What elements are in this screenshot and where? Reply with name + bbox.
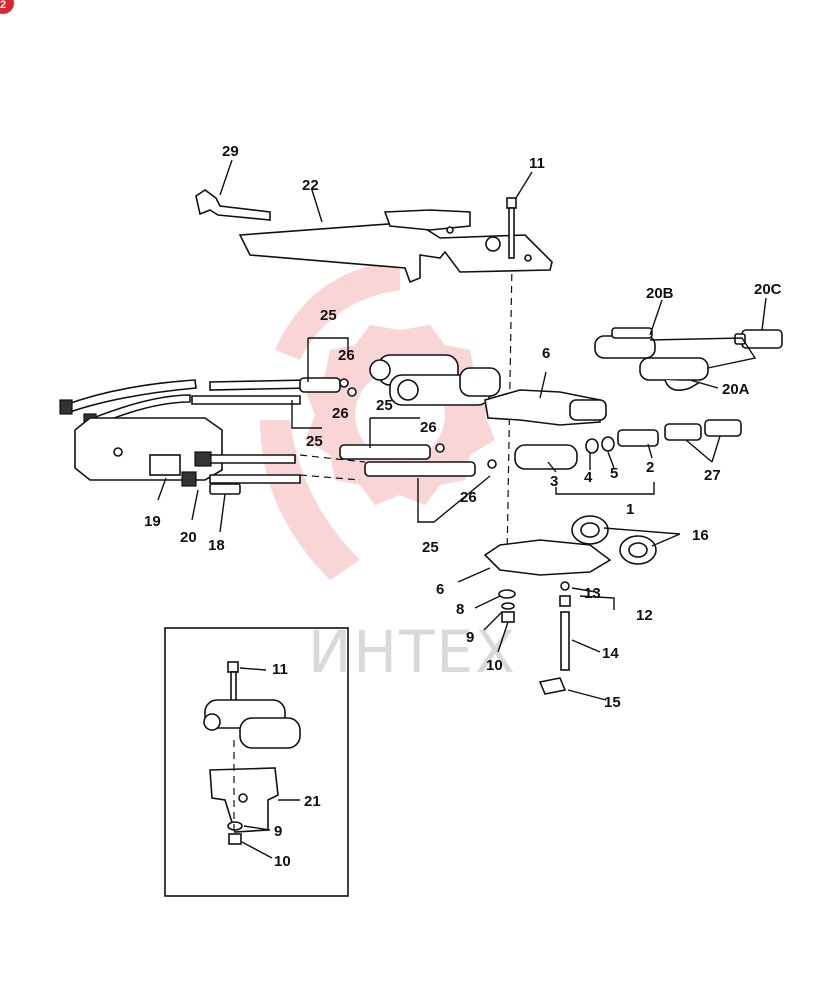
bracket-group-12 — [579, 595, 615, 610]
callout-27: 27 — [704, 467, 721, 484]
callout-26-c: 26 — [420, 419, 437, 436]
callout-26-b: 26 — [332, 405, 349, 422]
part-12-pin — [559, 595, 571, 607]
callout-6-lower: 6 — [436, 581, 444, 598]
callout-20a: 20A — [722, 381, 750, 398]
part-11-bolt — [506, 197, 517, 259]
part-16-sleeves — [571, 515, 657, 565]
part-29-bracket — [195, 189, 271, 221]
part-20b-coupler — [594, 327, 656, 359]
callout-26-a: 26 — [338, 347, 355, 364]
part-20-connector — [181, 471, 197, 487]
inset-part-21-bracket — [209, 767, 279, 833]
watermark-text: ИНТЕХ — [308, 618, 517, 686]
callout-21: 21 — [304, 793, 321, 810]
callout-10-inset: 10 — [274, 853, 291, 870]
callout-11-top: 11 — [529, 155, 545, 172]
part-4-washer — [585, 438, 599, 454]
valve-assembly — [369, 354, 501, 406]
part-10-nut — [501, 611, 515, 623]
callout-6-upper: 6 — [542, 345, 550, 362]
bracket-group-1 — [555, 482, 655, 495]
part-14-rod — [560, 611, 570, 671]
part-22-mounting-bar — [238, 209, 553, 284]
callout-22: 22 — [302, 177, 319, 194]
part-9-washer — [501, 602, 515, 610]
callout-5: 5 — [610, 465, 618, 482]
callout-25-c: 25 — [306, 433, 323, 450]
callout-26-d: 26 — [460, 489, 477, 506]
callout-20c: 20C — [754, 281, 782, 298]
part-15-clamp — [538, 677, 567, 695]
hose-assembly-upper — [299, 377, 357, 397]
part-3-fitting — [514, 444, 578, 470]
part-6-manifold-upper — [484, 389, 607, 426]
part-20a-coupler — [639, 357, 709, 391]
part-8-washer — [498, 589, 516, 599]
inset-valve — [203, 699, 301, 749]
callout-labels: 29 22 11 20B 20C 20A 25 26 26 25 25 26 6… — [144, 143, 782, 870]
callout-25-b: 25 — [376, 397, 393, 414]
callout-25-d: 25 — [422, 539, 439, 556]
callout-14: 14 — [602, 645, 619, 662]
part-2-adapter — [617, 429, 659, 447]
callout-3: 3 — [550, 473, 558, 490]
callout-20b: 20B — [646, 285, 674, 302]
callout-10-main: 10 — [486, 657, 503, 674]
callout-15: 15 — [604, 694, 621, 711]
watermark-logo — [260, 260, 495, 580]
callout-2: 2 — [646, 459, 654, 476]
callout-29: 29 — [222, 143, 239, 160]
callout-13: 13 — [584, 585, 601, 602]
part-27-fittings — [664, 419, 742, 441]
part-5-washer — [601, 436, 615, 452]
callout-16: 16 — [692, 527, 709, 544]
part-13-ball — [560, 581, 570, 591]
callout-11-inset: 11 — [272, 661, 288, 678]
callout-19: 19 — [144, 513, 161, 530]
callout-9-main: 9 — [466, 629, 474, 646]
leader-lines — [157, 159, 767, 859]
callout-9-inset: 9 — [274, 823, 282, 840]
callout-18: 18 — [208, 537, 225, 554]
inset-detail-box — [164, 627, 349, 897]
inset-part-10-nut — [228, 833, 242, 845]
control-box — [74, 417, 223, 481]
hose-assembly-lower — [204, 443, 497, 484]
part-18-bolt — [209, 483, 241, 495]
part-19-connector — [194, 451, 212, 467]
inset-part-9-washer — [227, 821, 243, 831]
callout-20: 20 — [180, 529, 197, 546]
callout-1: 1 — [626, 501, 634, 518]
callout-4: 4 — [584, 469, 593, 486]
hose-guide-line — [299, 454, 366, 463]
coupler-group-outline — [649, 337, 757, 369]
hose-guide-line-2 — [299, 474, 361, 481]
callout-8: 8 — [456, 601, 464, 618]
callout-25-a: 25 — [320, 307, 337, 324]
part-6-manifold-lower — [483, 539, 612, 576]
corner-badge: 2 — [0, 0, 14, 14]
callout-12: 12 — [636, 607, 653, 624]
